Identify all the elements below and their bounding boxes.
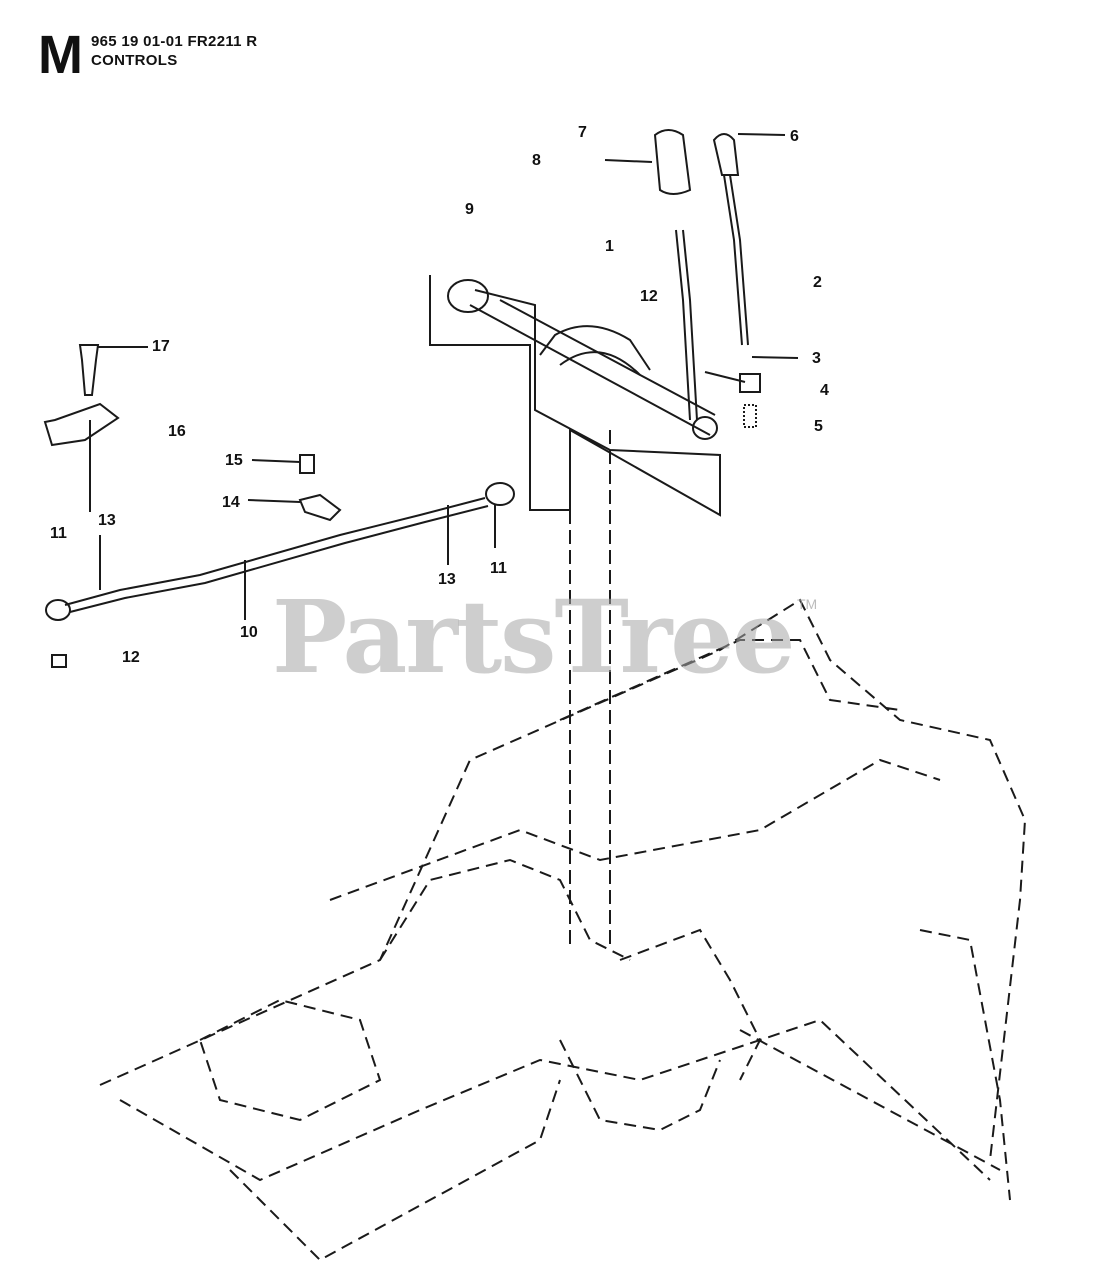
callout-12: 12 [640,288,658,305]
bushing-left [447,279,489,313]
cable [64,497,486,606]
bolt-15 [299,454,315,474]
callout-13-right: 13 [438,571,456,588]
lever-2-knob [712,133,740,176]
spring-clip [739,373,761,393]
callout-17: 17 [152,338,170,355]
ball-joint-left [45,599,71,621]
callout-5: 5 [814,418,823,435]
clamp-14 [298,493,342,522]
bolt-17 [78,344,100,396]
callout-7: 7 [578,124,587,141]
mount-bracket [539,325,651,376]
callout-15: 15 [225,452,243,469]
callout-11-right: 11 [490,560,507,577]
bushing-right [692,416,718,440]
callout-10: 10 [240,624,258,641]
handle-plate [43,402,120,447]
callout-4: 4 [820,382,829,399]
callout-3: 3 [812,350,821,367]
callout-6: 6 [790,128,799,145]
section-title: CONTROLS [90,52,178,69]
callout-1: 1 [605,238,614,255]
callout-2: 2 [813,274,822,291]
model-number: 965 19 01-01 FR2211 R [90,33,258,50]
header-lines: 965 19 01-01 FR2211 R CONTROLS [91,32,257,70]
tractor-chassis [99,598,1027,1262]
ball-joint-right [485,482,515,506]
spring [743,404,757,428]
callout-14: 14 [222,494,240,511]
diagram-header: M 965 19 01-01 FR2211 R CONTROLS [38,25,257,85]
pin [604,159,653,163]
section-letter: M [38,25,83,85]
nut-12 [51,654,67,668]
lever-knob [653,129,692,195]
bracket-panel [429,275,721,517]
shift-lever [675,229,698,421]
pivot-tube [469,299,716,436]
callout-11-left: 11 [50,525,67,542]
callout-13-left: 13 [98,512,116,529]
callout-16: 16 [168,423,186,440]
watermark: PartsTree [272,578,796,696]
callout-9: 9 [465,201,474,218]
lever-2 [723,174,749,346]
callout-8: 8 [532,152,541,169]
callout-12-bottom: 12 [122,649,140,666]
trademark-mark: TM [797,596,818,612]
column [569,430,611,945]
